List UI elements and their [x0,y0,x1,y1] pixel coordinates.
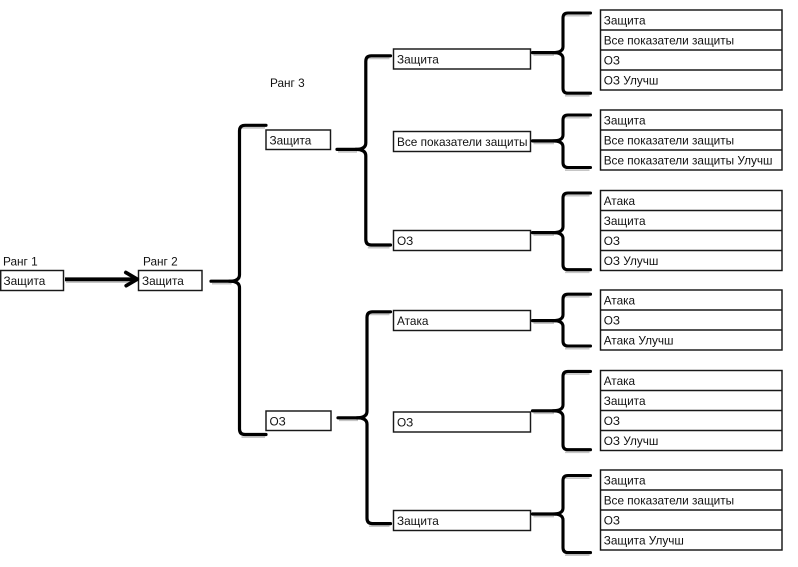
svg-text:Ранг 2: Ранг 2 [143,255,178,269]
svg-text:Атака: Атака [397,314,429,328]
svg-text:Все показатели защиты Улучш: Все показатели защиты Улучш [604,154,773,168]
svg-text:Все показатели защиты: Все показатели защиты [604,134,734,148]
svg-text:ОЗ Улучш: ОЗ Улучш [604,74,659,88]
svg-text:Защита: Защита [397,52,439,66]
svg-text:ОЗ: ОЗ [270,414,286,428]
svg-text:Защита: Защита [4,274,46,288]
svg-text:Все показатели защиты: Все показатели защиты [604,494,734,508]
svg-text:Ранг 1: Ранг 1 [3,255,38,269]
svg-text:ОЗ: ОЗ [604,414,620,428]
svg-text:ОЗ: ОЗ [604,234,620,248]
svg-text:Защита: Защита [604,394,646,408]
svg-text:Ранг 3: Ранг 3 [270,76,305,90]
svg-text:ОЗ: ОЗ [604,314,620,328]
svg-text:Атака: Атака [604,374,636,388]
svg-text:Защита: Защита [142,274,184,288]
svg-text:Защита: Защита [270,133,312,147]
svg-text:Защита: Защита [604,114,646,128]
svg-text:Атака: Атака [604,194,636,208]
svg-text:Защита Улучш: Защита Улучш [604,534,684,548]
svg-text:ОЗ: ОЗ [604,514,620,528]
svg-text:Атака Улучш: Атака Улучш [604,334,674,348]
svg-text:Защита: Защита [604,214,646,228]
svg-text:ОЗ Улучш: ОЗ Улучш [604,254,659,268]
svg-text:ОЗ: ОЗ [397,415,413,429]
svg-text:ОЗ: ОЗ [604,54,620,68]
svg-text:Защита: Защита [397,514,439,528]
svg-text:Защита: Защита [604,14,646,28]
svg-text:ОЗ: ОЗ [397,234,413,248]
svg-text:Защита: Защита [604,474,646,488]
svg-text:Все показатели защиты: Все показатели защиты [397,135,527,149]
svg-text:Все показатели защиты: Все показатели защиты [604,34,734,48]
svg-text:Атака: Атака [604,294,636,308]
svg-text:ОЗ Улучш: ОЗ Улучш [604,434,659,448]
